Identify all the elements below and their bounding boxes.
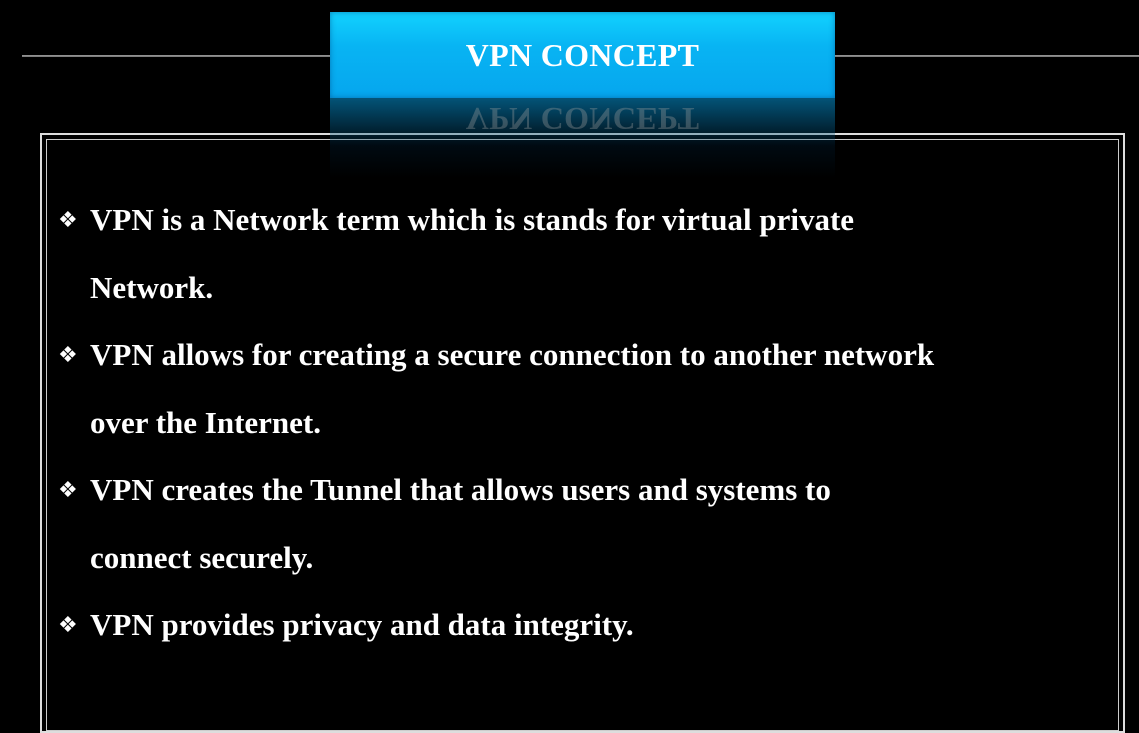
- bullet-list: ❖ VPN is a Network term which is stands f…: [58, 195, 934, 668]
- slide-title: VPN CONCEPT: [465, 36, 700, 73]
- diamond-bullet-icon: ❖: [58, 613, 78, 638]
- diamond-bullet-icon: ❖: [58, 478, 78, 503]
- bullet-text: connect securely.: [90, 539, 314, 575]
- title-reflection: VPN CONCEPT: [330, 98, 835, 178]
- bullet-text: VPN is a Network term which is stands fo…: [90, 202, 855, 237]
- bullet-item: ❖ VPN allows for creating a secure connec…: [58, 330, 934, 465]
- bullet-text: VPN creates the Tunnel that allows users…: [90, 472, 831, 507]
- bullet-text: over the Internet.: [90, 404, 322, 440]
- diamond-bullet-icon: ❖: [58, 208, 78, 233]
- bullet-item: ❖ VPN creates the Tunnel that allows user…: [58, 465, 934, 600]
- bullet-text: VPN provides privacy and data integrity.: [90, 607, 634, 642]
- bullet-text: Network.: [90, 269, 214, 305]
- title-reflection-text: VPN CONCEPT: [465, 101, 700, 137]
- bullet-text: VPN allows for creating a secure connect…: [90, 337, 935, 372]
- bullet-item: ❖ VPN is a Network term which is stands f…: [58, 195, 934, 330]
- slide-title-box: VPN CONCEPT: [330, 12, 835, 98]
- bullet-item: ❖ VPN provides privacy and data integrity…: [58, 600, 934, 668]
- diamond-bullet-icon: ❖: [58, 343, 78, 368]
